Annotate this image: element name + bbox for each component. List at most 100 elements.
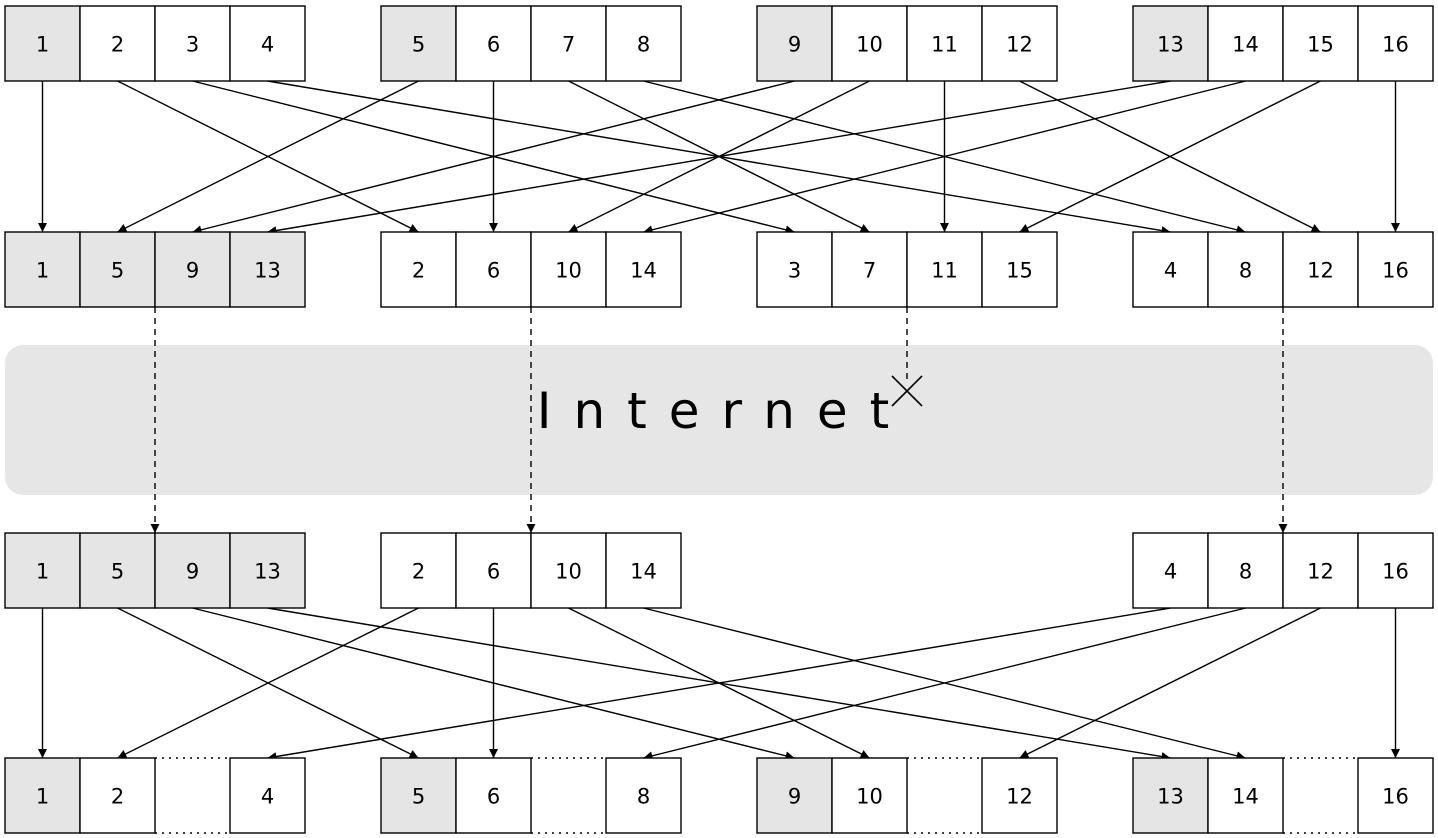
reconstructed-cell-10	[831, 757, 908, 834]
received-cell-16	[1357, 532, 1434, 609]
original-cell-label-14: 14	[1232, 33, 1259, 57]
deinterleave-arrow-14	[643, 607, 1246, 761]
deinterleave-arrow-12	[1019, 607, 1321, 759]
original-cell-12	[981, 5, 1058, 82]
received-cell-12	[1282, 532, 1359, 609]
original-group-1: 1 2 3 4	[4, 5, 306, 82]
original-cell-label-16: 16	[1382, 33, 1409, 57]
original-cell-5	[380, 5, 457, 82]
interleaved-cell-7	[831, 231, 908, 308]
reconstructed-cell-label-16: 16	[1382, 785, 1409, 809]
reconstructed-cell-label-12: 12	[1006, 785, 1033, 809]
interleaved-cell-label-1: 1	[36, 259, 49, 283]
interleaved-cell-label-14: 14	[630, 259, 657, 283]
interleaved-cell-12	[1282, 231, 1359, 308]
reconstructed-cell-label-9: 9	[788, 785, 801, 809]
original-cell-2	[79, 5, 156, 82]
received-cell-label-2: 2	[412, 560, 425, 584]
interleaved-cell-8	[1207, 231, 1284, 308]
interleaved-cell-11	[906, 231, 983, 308]
interleaved-cell-label-3: 3	[788, 259, 801, 283]
original-cell-label-15: 15	[1307, 33, 1334, 57]
interleaved-cell-label-13: 13	[254, 259, 281, 283]
interleaved-cell-label-8: 8	[1239, 259, 1252, 283]
deinterleave-arrow-5	[117, 607, 419, 759]
interleave-arrow-5	[117, 80, 419, 233]
reconstructed-cell-6	[455, 757, 532, 834]
interleaved-cell-10	[530, 231, 607, 308]
reconstructed-cell-9	[756, 757, 833, 834]
original-cell-8	[605, 5, 682, 82]
original-cell-label-3: 3	[186, 33, 199, 57]
received-cell-label-9: 9	[186, 560, 199, 584]
original-cell-label-8: 8	[637, 33, 650, 57]
reconstructed-cell-12	[981, 757, 1058, 834]
interleaved-cell-label-2: 2	[412, 259, 425, 283]
original-group-2: 5 6 7 8	[380, 5, 682, 82]
deinterleave-arrow-9	[192, 607, 795, 761]
original-cell-label-9: 9	[788, 33, 801, 57]
received-cell-label-5: 5	[111, 560, 124, 584]
original-cell-10	[831, 5, 908, 82]
original-cell-label-1: 1	[36, 33, 49, 57]
interleaved-cell-label-15: 15	[1006, 259, 1033, 283]
reconstructed-cell-label-6: 6	[487, 785, 500, 809]
reconstructed-cell-label-4: 4	[261, 785, 274, 809]
interleaved-cell-15	[981, 231, 1058, 308]
original-cell-label-4: 4	[261, 33, 274, 57]
received-cell-8	[1207, 532, 1284, 609]
original-cell-6	[455, 5, 532, 82]
received-cell-label-10: 10	[555, 560, 582, 584]
original-cell-9	[756, 5, 833, 82]
received-cell-label-8: 8	[1239, 560, 1252, 584]
original-cell-label-12: 12	[1006, 33, 1033, 57]
internet-band	[5, 345, 1433, 495]
received-cell-label-16: 16	[1382, 560, 1409, 584]
received-cell-2	[380, 532, 457, 609]
received-cell-9	[154, 532, 231, 609]
reconstructed-group-4: 13 14 16	[1132, 757, 1434, 834]
internet-label: Internet	[537, 382, 912, 440]
original-cell-1	[4, 5, 81, 82]
original-cell-15	[1282, 5, 1359, 82]
received-cell-label-4: 4	[1164, 560, 1177, 584]
original-cell-11	[906, 5, 983, 82]
original-cell-label-5: 5	[412, 33, 425, 57]
interleaved-cell-16	[1357, 231, 1434, 308]
original-group-4: 13 14 15 16	[1132, 5, 1434, 82]
received-cell-10	[530, 532, 607, 609]
original-cell-label-2: 2	[111, 33, 124, 57]
reconstructed-cell-label-14: 14	[1232, 785, 1259, 809]
interleaved-cell-label-16: 16	[1382, 259, 1409, 283]
interleaved-cell-4	[1132, 231, 1209, 308]
interleaved-cell-label-10: 10	[555, 259, 582, 283]
original-cell-label-13: 13	[1157, 33, 1184, 57]
interleaved-cell-label-4: 4	[1164, 259, 1177, 283]
received-cell-4	[1132, 532, 1209, 609]
original-cell-14	[1207, 5, 1284, 82]
interleave-arrow-13	[267, 80, 1171, 235]
original-cell-label-6: 6	[487, 33, 500, 57]
reconstructed-cell-label-13: 13	[1157, 785, 1184, 809]
interleave-arrow-9	[192, 80, 795, 235]
interleaved-cell-14	[605, 231, 682, 308]
reconstructed-cell-16	[1357, 757, 1434, 834]
received-cell-6	[455, 532, 532, 609]
reconstructed-cell-label-1: 1	[36, 785, 49, 809]
interleave-arrow-15	[1019, 80, 1321, 233]
original-cell-label-7: 7	[562, 33, 575, 57]
interleaved-cell-1	[4, 231, 81, 308]
interleaved-cell-13	[229, 231, 306, 308]
interleaved-cell-label-5: 5	[111, 259, 124, 283]
interleaved-cell-label-11: 11	[931, 259, 958, 283]
received-cell-label-12: 12	[1307, 560, 1334, 584]
reconstructed-cell-8	[605, 757, 682, 834]
